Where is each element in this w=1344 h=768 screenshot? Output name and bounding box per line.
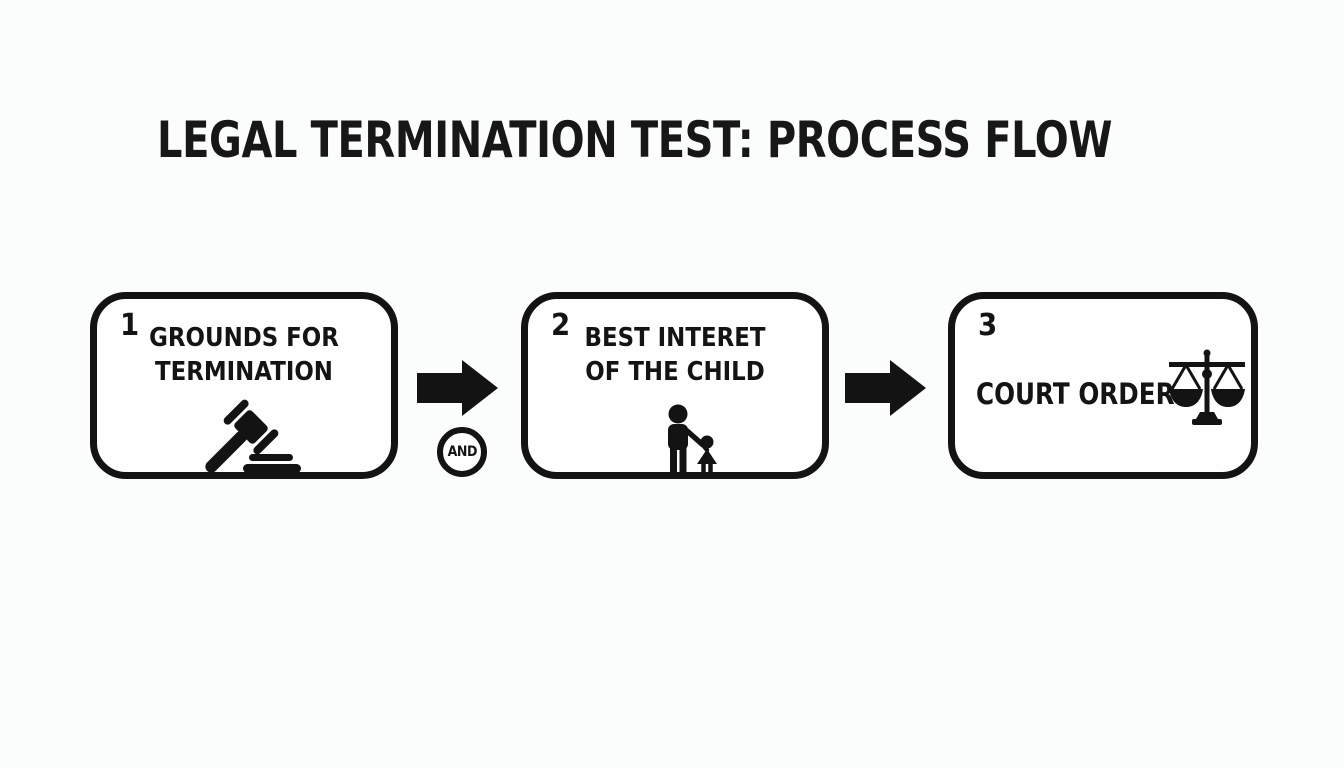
flow-arrow-icon: [417, 360, 498, 416]
step-label: GROUNDS FOR TERMINATION: [115, 321, 374, 389]
step-number: 3: [978, 308, 998, 343]
parent-child-icon: [668, 404, 717, 473]
gavel-icon: [205, 399, 301, 473]
step-number: 1: [120, 308, 140, 343]
step-number: 2: [551, 308, 571, 343]
step-label: BEST INTERET OF THE CHILD: [546, 321, 805, 389]
step-label-line: TERMINATION: [155, 357, 333, 387]
step-label: COURT ORDER: [976, 377, 1175, 411]
step-box-court-order: 3 COURT ORDER: [948, 292, 1258, 479]
and-label: AND: [447, 444, 477, 460]
step-label-line: GROUNDS FOR: [149, 323, 339, 353]
scales-of-justice-icon: [1169, 349, 1245, 425]
step-box-best-interest-of-the-child: 2 BEST INTERET OF THE CHILD: [521, 292, 829, 479]
page-title: LEGAL TERMINATION TEST: PROCESS FLOW: [157, 111, 1113, 169]
step-label-line: BEST INTERET: [584, 323, 766, 353]
step-label-line: OF THE CHILD: [585, 357, 765, 387]
step-box-grounds-for-termination: 1 GROUNDS FOR TERMINATION: [90, 292, 398, 479]
and-connector-badge: AND: [437, 427, 487, 477]
flow-arrow-icon: [845, 360, 926, 416]
